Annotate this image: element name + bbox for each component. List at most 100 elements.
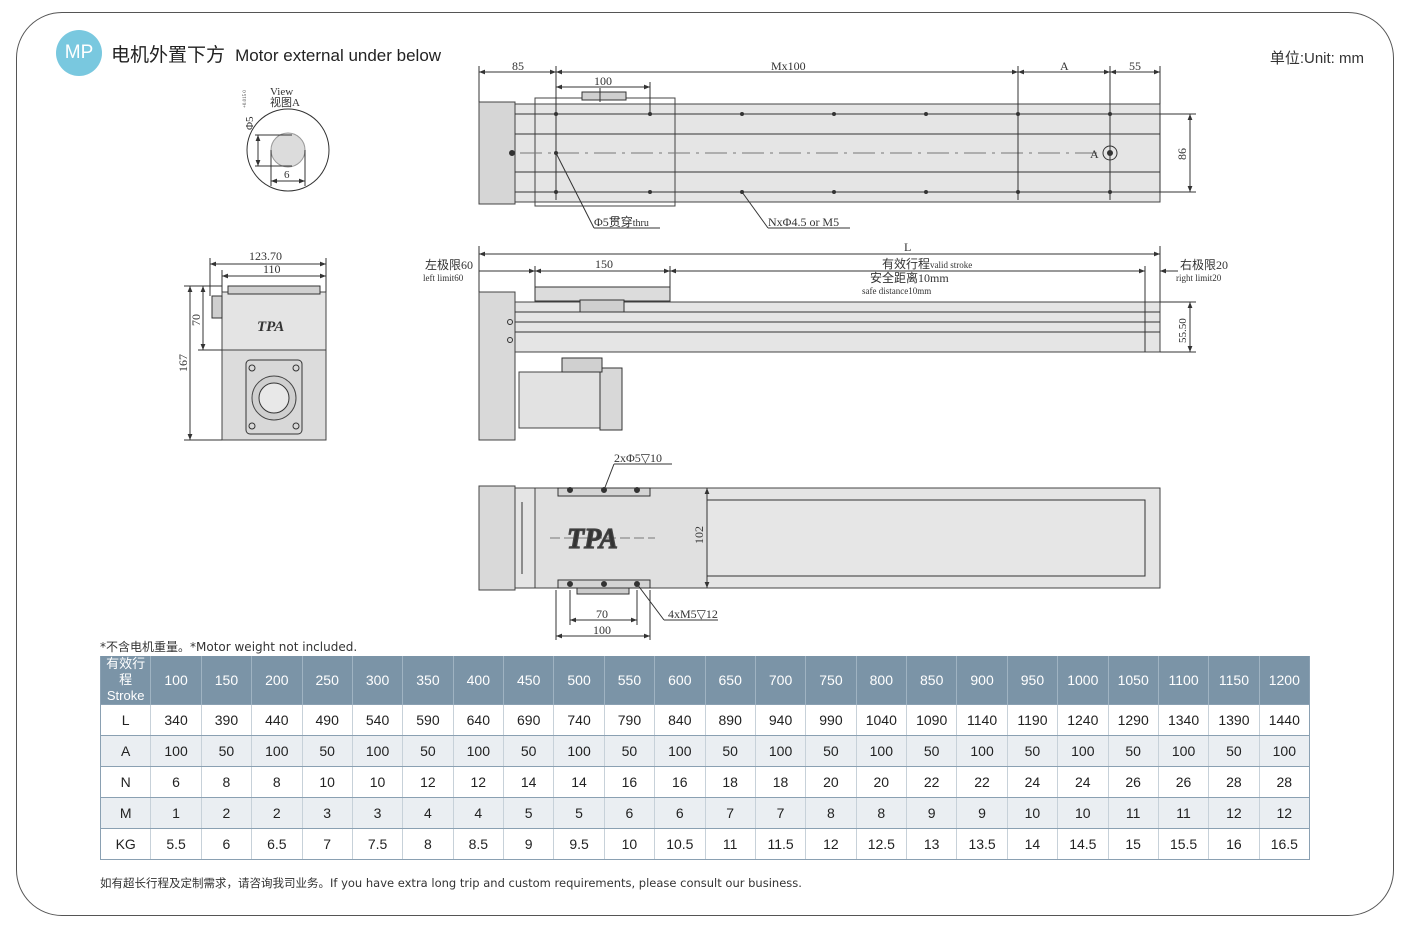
view-a-dim-6: 6 (284, 169, 290, 181)
table-cell: 7 (302, 828, 353, 860)
table-cell: 15.5 (1158, 828, 1210, 860)
table-cell: 9 (956, 797, 1008, 829)
table-cell: 1090 (906, 704, 958, 736)
stroke-col-header: 100 (150, 656, 202, 705)
table-cell: 22 (906, 766, 958, 798)
table-cell: 28 (1208, 766, 1260, 798)
table-cell: 440 (251, 704, 303, 736)
table-cell: 1140 (956, 704, 1008, 736)
stroke-col-header: 150 (201, 656, 253, 705)
dim-86: 86 (1175, 148, 1189, 160)
dim-150: 150 (595, 257, 613, 271)
table-cell: 50 (705, 735, 756, 767)
table-cell: 790 (604, 704, 656, 736)
weight-note: *不含电机重量。*Motor weight not included. (100, 640, 358, 654)
stroke-col-header: 700 (755, 656, 807, 705)
table-cell: 840 (654, 704, 706, 736)
table-cell: 12 (453, 766, 505, 798)
table-cell: 24 (1007, 766, 1059, 798)
view-en: View (270, 86, 293, 98)
row-label: N (99, 766, 152, 798)
table-cell: 10 (352, 766, 404, 798)
table-cell: 26 (1158, 766, 1210, 798)
dim-l: L (904, 240, 911, 254)
table-cell: 5.5 (150, 828, 202, 860)
bottom-view-labels: 2xΦ5▽10 102 70 100 4xM5▽12 TPA (566, 451, 718, 637)
stroke-col-header: 550 (604, 656, 656, 705)
table-cell: 15 (1108, 828, 1159, 860)
table-cell: 100 (1158, 735, 1210, 767)
table-cell: 7 (755, 797, 807, 829)
table-cell: 11 (1108, 797, 1159, 829)
end-view-logo: TPA (257, 319, 284, 335)
bottom-view (478, 463, 1161, 640)
table-cell: 640 (453, 704, 505, 736)
table-cell: 390 (201, 704, 253, 736)
table-cell: 50 (604, 735, 656, 767)
table-cell: 1390 (1208, 704, 1260, 736)
table-cell: 4 (453, 797, 505, 829)
table-cell: 50 (1007, 735, 1059, 767)
table-cell: 1190 (1007, 704, 1059, 736)
table-cell: 890 (705, 704, 756, 736)
table-cell: 24 (1057, 766, 1109, 798)
table-cell: 5 (503, 797, 555, 829)
stroke-col-header: 300 (352, 656, 404, 705)
label-a: A (1090, 147, 1099, 161)
holes-n-label: NxΦ4.5 or M5 (768, 215, 839, 229)
table-cell: 100 (251, 735, 303, 767)
table-cell: 20 (856, 766, 908, 798)
table-cell: 14.5 (1057, 828, 1109, 860)
table-cell: 6 (201, 828, 253, 860)
table-cell: 12 (1208, 797, 1260, 829)
page-title: 电机外置下方 Motor external under below (111, 40, 441, 67)
table-cell: 2 (251, 797, 303, 829)
stroke-col-header: 850 (906, 656, 958, 705)
side-view-labels: L 左极限60 left limit60 150 有效行程valid strok… (423, 240, 1228, 343)
stroke-col-header: 1200 (1259, 656, 1311, 705)
table-cell: 50 (1208, 735, 1260, 767)
table-cell: 490 (302, 704, 353, 736)
table-cell: 5 (553, 797, 605, 829)
bottom-dim-70: 70 (596, 607, 608, 621)
view-cn: 视图A (270, 95, 300, 109)
dim-100: 100 (594, 74, 612, 88)
technical-drawing: 85 Mx100 A 55 100 86 A Φ5贯穿thru NxΦ4.5 o… (176, 59, 1228, 640)
safe-en: safe distance10mm (862, 286, 931, 296)
dim-85: 85 (512, 59, 524, 73)
table-cell: 8 (805, 797, 857, 829)
stroke-col-header: 350 (402, 656, 454, 705)
bottom-dim-100: 100 (593, 623, 611, 637)
table-cell: 50 (1108, 735, 1159, 767)
table-cell: 11 (705, 828, 756, 860)
right-limit-en: right limit20 (1176, 273, 1222, 283)
table-cell: 100 (352, 735, 404, 767)
stroke-col-header: 500 (553, 656, 605, 705)
table-cell: 14 (1007, 828, 1059, 860)
stroke-col-header: 1050 (1108, 656, 1159, 705)
dim-167: 167 (176, 354, 190, 372)
table-cell: 100 (856, 735, 908, 767)
unit-label: 单位:Unit: mm (1269, 50, 1364, 67)
table-cell: 13 (906, 828, 958, 860)
stroke-col-header: 950 (1007, 656, 1059, 705)
dim-a: A (1060, 59, 1069, 73)
table-cell: 7.5 (352, 828, 404, 860)
stroke-header-cn: 有效行程 (106, 656, 146, 687)
table-cell: 100 (150, 735, 202, 767)
table-cell: 50 (201, 735, 253, 767)
right-limit-cn: 右极限20 (1180, 257, 1228, 272)
stroke-col-header: 800 (856, 656, 908, 705)
row-label: L (99, 704, 152, 736)
title-en: Motor external under below (235, 46, 442, 65)
table-cell: 940 (755, 704, 807, 736)
stroke-col-header: 750 (805, 656, 857, 705)
table-cell: 100 (654, 735, 706, 767)
dim-102: 102 (692, 526, 706, 544)
table-cell: 740 (553, 704, 605, 736)
